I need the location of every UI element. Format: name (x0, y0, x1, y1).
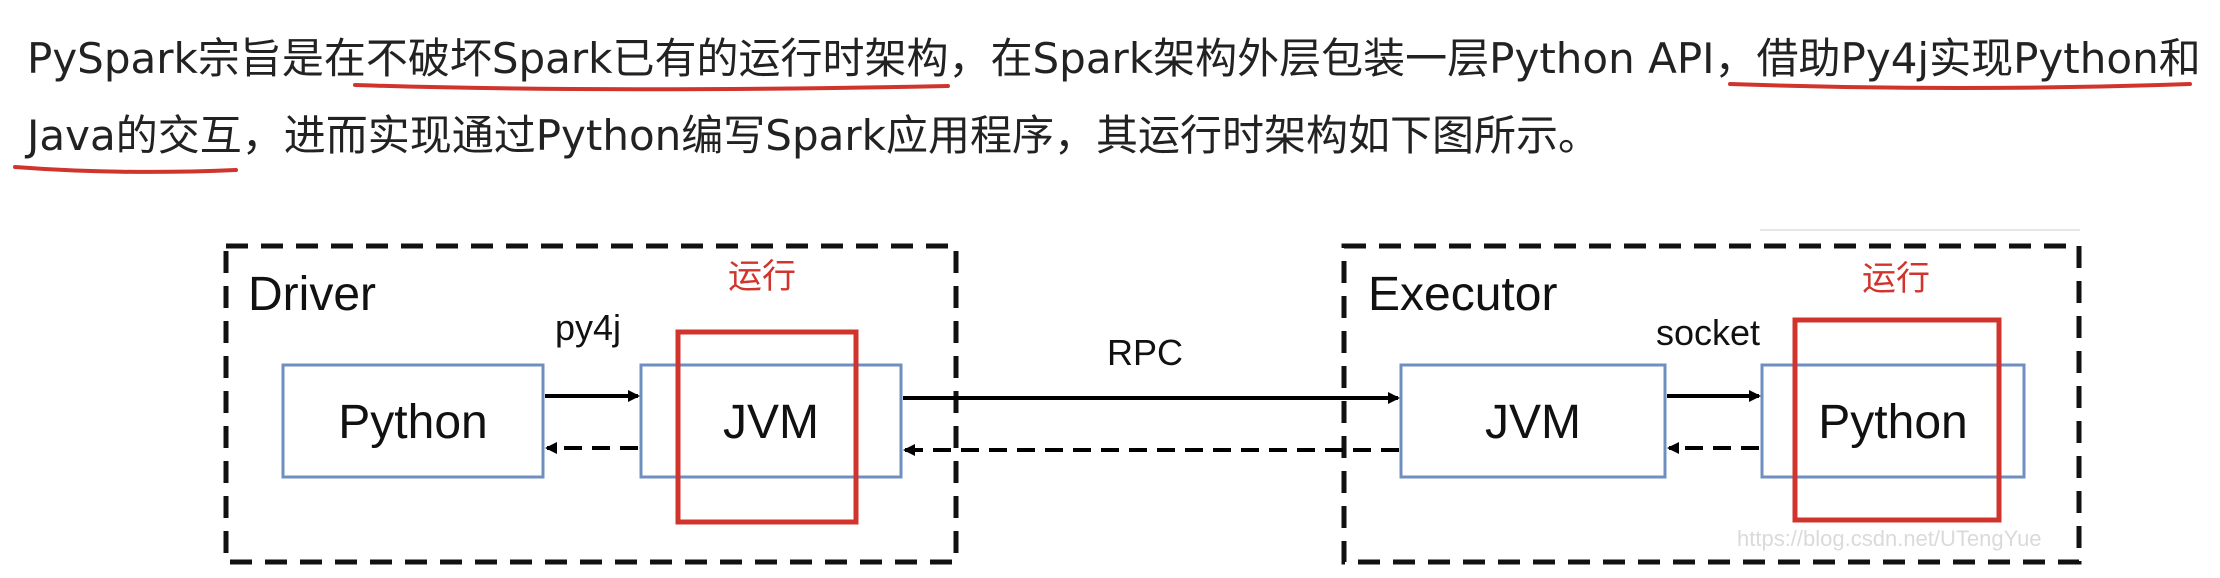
driver-container (223, 243, 959, 565)
executor-python-highlight (1792, 317, 2002, 523)
driver-jvm-box (639, 363, 903, 479)
executor-jvm-box (1399, 363, 1667, 479)
line2-text: ，进而实现通过Python编写Spark应用程序，其运行时架构如下图所示。 (241, 111, 1600, 160)
driver-python-box (281, 363, 545, 479)
underlined-phrase-3: Java的交互 (27, 111, 242, 160)
line1-text-a: PySpark宗旨是在 (27, 34, 366, 83)
driver-python-label: Python (338, 396, 487, 449)
driver-run-label: 运行 (728, 257, 796, 297)
py4j-label: py4j (555, 307, 621, 348)
underlined-phrase-2: 借助Py4j实现Python和 (1756, 34, 2201, 83)
executor-run-label: 运行 (1862, 259, 1930, 299)
paragraph-line-2: Java的交互，进而实现通过Python编写Spark应用程序，其运行时架构如下… (27, 106, 1600, 166)
watermark-text: https://blog.csdn.net/UTengYue (1737, 526, 2042, 551)
driver-label: Driver (248, 268, 376, 321)
executor-container (1341, 243, 2082, 565)
underline-1 (353, 83, 950, 92)
underline-3 (13, 165, 238, 174)
driver-jvm-highlight (675, 329, 859, 525)
driver-jvm-label: JVM (723, 396, 819, 449)
executor-python-box (1760, 363, 2026, 479)
underlined-phrase-1: 不破坏Spark已有的运行时架构 (365, 34, 949, 83)
rpc-label: RPC (1107, 332, 1183, 373)
socket-label: socket (1656, 312, 1760, 353)
executor-label: Executor (1368, 268, 1557, 321)
paragraph-line-1: PySpark宗旨是在不破坏Spark已有的运行时架构，在Spark架构外层包装… (27, 29, 2201, 89)
executor-python-label: Python (1818, 396, 1967, 449)
line1-text-b: ，在Spark架构外层包装一层Python API， (948, 34, 1757, 83)
executor-jvm-label: JVM (1485, 396, 1581, 449)
underline-2 (1728, 82, 2192, 90)
